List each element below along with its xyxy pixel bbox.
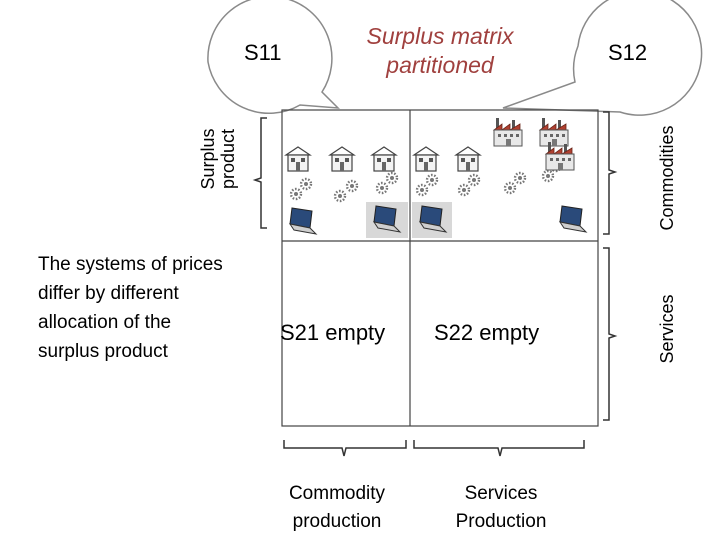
gear-icon [299,177,313,191]
laptop-icon [289,207,317,235]
services-label: Services [657,294,677,364]
bubble-s12-label: S12 [608,40,648,65]
bubble-s12-icon [502,0,703,116]
cell-s21-label: S21 empty [280,320,386,345]
gear-icon [375,181,389,195]
curly-brace-icon [413,440,585,457]
house-icon [371,146,397,172]
curly-brace-icon [252,117,267,229]
commodity-production-label: Commodity production [288,483,386,532]
cell-s22-label: S22 empty [434,320,540,345]
factory-icon [539,117,569,147]
gear-icon [513,171,527,185]
gear-icon [333,189,347,203]
gear-icon [541,169,555,183]
gear-icon [345,179,359,193]
commodities-label: Commodities [657,125,677,231]
bubble-s11-label: S11 [244,40,282,65]
curly-brace-icon [603,247,618,421]
gear-icon [385,171,399,185]
services-production-label: Services Production [455,483,547,532]
gear-icon [415,183,429,197]
house-icon [413,146,439,172]
gear-icon [503,181,517,195]
house-icon [455,146,481,172]
surplus-product-label: Surplus product [198,128,238,190]
bubble-s11-icon [207,0,340,115]
matrix-frame [281,109,599,427]
gear-icon [289,187,303,201]
house-icon [329,146,355,172]
laptop-icon [559,205,587,233]
slide-title: Surplus matrix partitioned [366,23,514,78]
curly-brace-icon [603,111,618,235]
house-icon [285,146,311,172]
description-text: The systems of prices differ by differen… [38,254,223,362]
curly-brace-icon [283,440,407,457]
gear-icon [425,173,439,187]
factory-icon [493,117,523,147]
gear-icon [467,173,481,187]
gear-icon [457,183,471,197]
